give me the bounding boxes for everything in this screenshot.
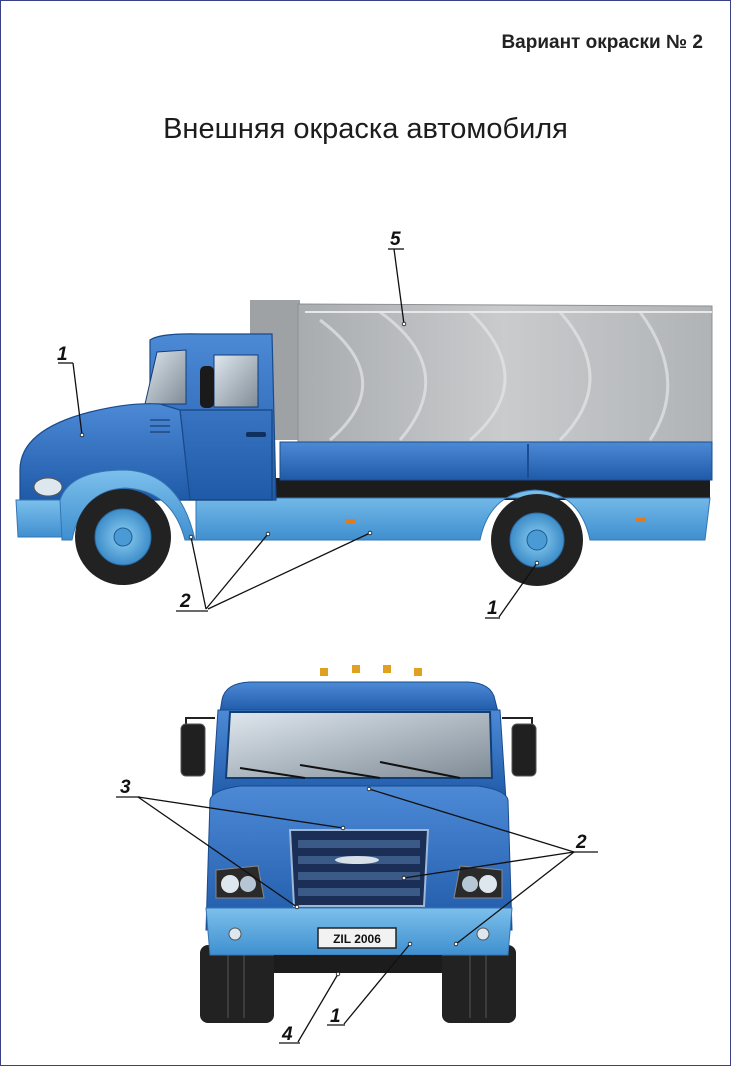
callout-1-wheel: 1 bbox=[487, 598, 498, 619]
variant-label: Вариант окраски № 2 bbox=[501, 32, 703, 53]
lower-skirt bbox=[195, 489, 711, 541]
plate-text: ZIL 2006 bbox=[333, 932, 381, 946]
callout-5-awning: 5 bbox=[390, 229, 401, 250]
license-plate bbox=[317, 927, 397, 949]
cargo-side-panel bbox=[279, 441, 713, 481]
callout-2-front: 2 bbox=[575, 832, 587, 853]
windshield bbox=[224, 711, 494, 779]
callout-4-front: 4 bbox=[281, 1024, 293, 1045]
callout-1-front: 1 bbox=[330, 1006, 341, 1027]
page-title: Внешняя окраска автомобиля bbox=[163, 113, 568, 145]
callout-3-front: 3 bbox=[120, 777, 131, 798]
side-view-callouts: 1 5 2 1 bbox=[57, 229, 540, 619]
callout-2-lower: 2 bbox=[179, 591, 191, 612]
callout-1-hood: 1 bbox=[57, 344, 68, 365]
side-view-truck bbox=[15, 300, 713, 586]
front-view-callouts: 3 2 4 1 bbox=[116, 777, 598, 1045]
front-view-truck: ZIL 2006 bbox=[180, 665, 537, 1023]
grille bbox=[288, 829, 430, 907]
